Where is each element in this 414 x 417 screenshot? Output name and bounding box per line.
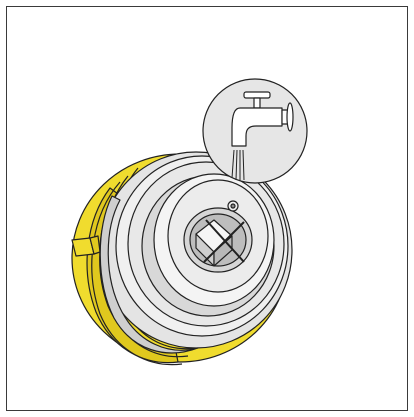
water-stream — [231, 149, 245, 181]
tap-handle-stem — [253, 97, 261, 109]
x-slot-stroke-2 — [203, 221, 245, 263]
tap-side-flange — [286, 102, 294, 132]
inset-circle — [202, 78, 308, 184]
indicator-dot-inner — [230, 203, 236, 209]
water-tap-rinse-icon — [202, 78, 308, 184]
ring-groove-1 — [91, 181, 183, 366]
cap-body-side — [99, 195, 199, 354]
tap-body — [231, 107, 283, 147]
ring-band-shade — [86, 187, 179, 364]
tap-handle-bar — [243, 91, 271, 99]
filter-cap-icon — [71, 151, 293, 366]
